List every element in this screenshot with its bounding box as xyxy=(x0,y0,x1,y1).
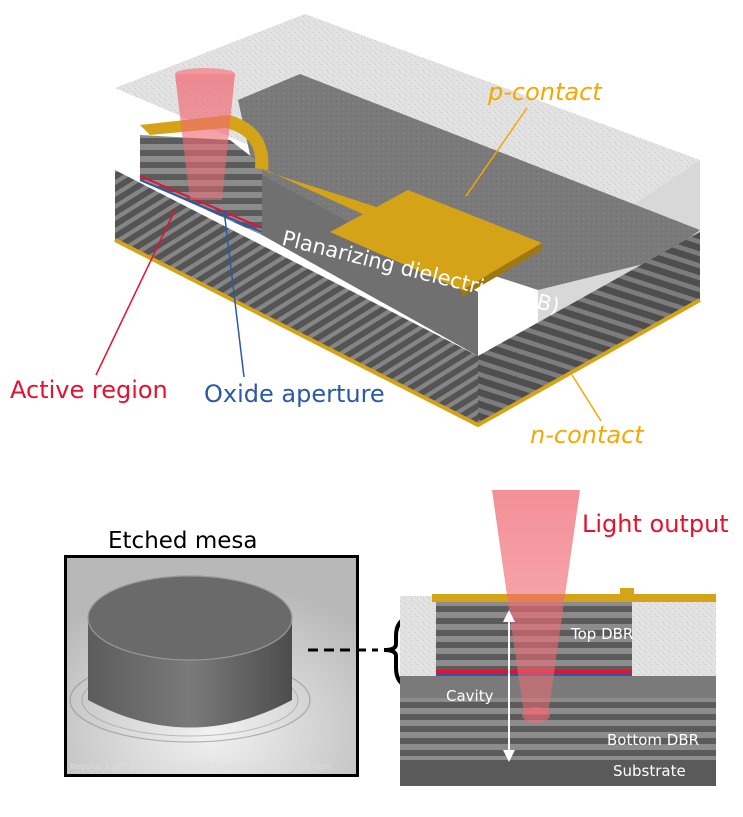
etched-mesa-label: Etched mesa xyxy=(108,528,258,554)
beam-top xyxy=(175,74,235,200)
cross-section xyxy=(400,490,716,786)
beam-top-cap xyxy=(175,68,235,80)
active-lines xyxy=(139,175,263,229)
n-contact-pointer xyxy=(571,374,602,422)
sem-scale-bar: 10.0μm xyxy=(300,762,331,771)
top-dbr-label: Top DBR xyxy=(571,625,634,643)
n-contact-text: n-contact xyxy=(530,421,644,449)
active-region-label: Active region xyxy=(10,376,168,404)
p-contact-trace xyxy=(255,165,392,222)
light-output-label: Light output xyxy=(582,510,729,538)
cs-cavity xyxy=(400,676,716,698)
p-contact-pointer xyxy=(465,107,528,197)
cs-p-contact xyxy=(432,594,716,602)
brace xyxy=(383,614,419,690)
planarizing-top xyxy=(238,74,700,290)
p-contact-pad xyxy=(330,190,542,290)
n-contact-line xyxy=(114,238,701,428)
cs-light-cone xyxy=(492,490,580,715)
sem-image-panel xyxy=(64,555,359,777)
bcb-front xyxy=(262,175,478,356)
sem-metadata: Regulus 3.0kV 25.5mm x5.00k SE(UL) 06/19… xyxy=(70,762,271,771)
oxide-aperture-label: Oxide aperture xyxy=(204,380,385,408)
oxide-lines xyxy=(139,179,263,233)
cavity-label: Cavity xyxy=(446,687,494,705)
substrate-label: Substrate xyxy=(613,762,686,780)
cs-bottom-dbr xyxy=(400,698,716,760)
n-contact-label: n-contact xyxy=(530,423,644,447)
oxide-pointer xyxy=(223,209,245,378)
bottom-dbr-label: Bottom DBR xyxy=(607,731,700,749)
stack-front-left xyxy=(115,170,478,425)
cs-substrate xyxy=(400,760,716,786)
stack-front-right xyxy=(478,232,700,425)
p-contact-label: p-contact xyxy=(488,80,602,104)
p-contact-ring xyxy=(140,115,269,170)
p-contact-pad-edge xyxy=(462,243,542,297)
p-contact-text: p-contact xyxy=(488,78,602,106)
active-pointer xyxy=(95,209,176,376)
sem-cylinder-top xyxy=(88,576,292,660)
device-3d xyxy=(95,14,701,428)
